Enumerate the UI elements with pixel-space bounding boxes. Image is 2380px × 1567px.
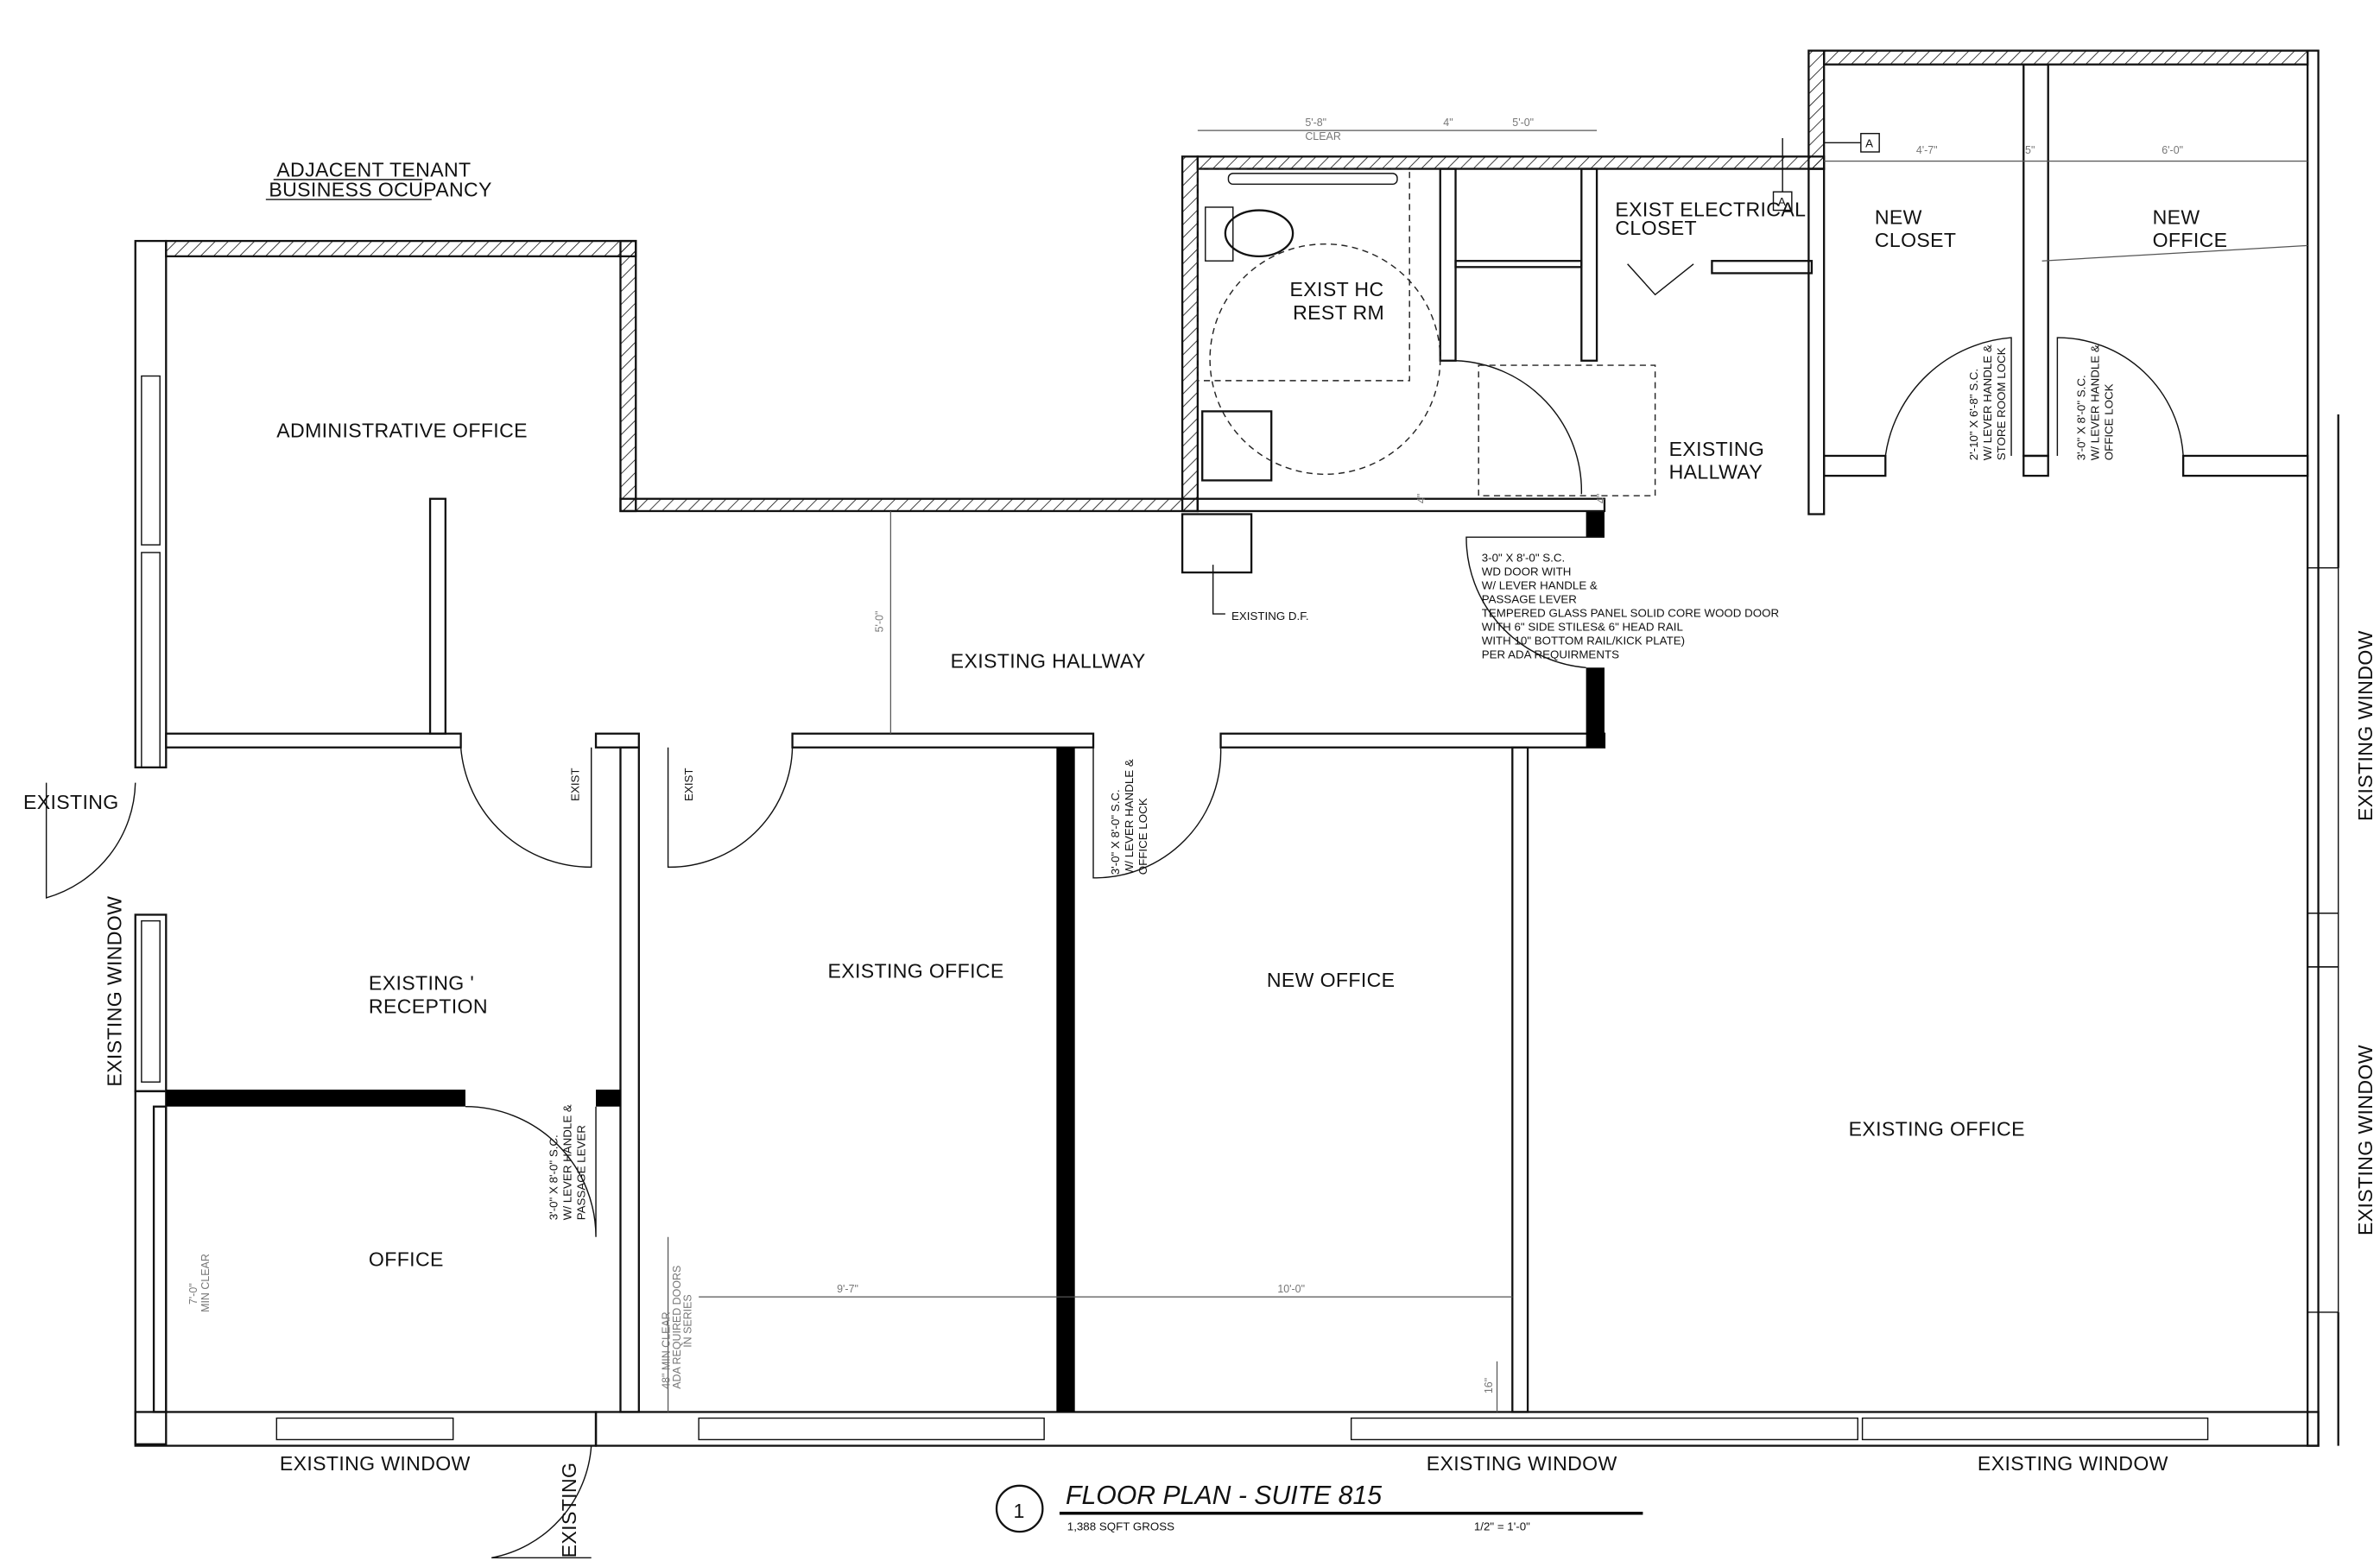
plan-text: OFFICE	[2153, 229, 2228, 251]
plan-text: EXIST ELECTRICAL	[1615, 199, 1806, 221]
plan-text: 6'-0"	[2162, 144, 2183, 156]
plan-text: 16"	[1483, 1378, 1495, 1393]
plan-text: OFFICE LOCK	[1136, 798, 1149, 875]
plan-text: EXISTING WINDOW	[280, 1452, 471, 1475]
plan-text: 1,388 SQFT GROSS	[1067, 1520, 1174, 1532]
plan-text: 3'-0" X 8'-0" S.C.	[1109, 789, 1122, 875]
plan-text: 5'-8"	[1305, 117, 1326, 129]
plan-text: EXIST	[682, 768, 695, 801]
plan-text: EXISTING WINDOW	[104, 896, 126, 1087]
plan-text: EXISTING WINDOW	[2354, 1045, 2377, 1235]
plan-text: BUSINESS OCUPANCY	[269, 179, 491, 201]
plan-text: EXISTING WINDOW	[1978, 1452, 2168, 1475]
plan-text: 5'-0"	[873, 611, 885, 633]
plan-text: ADJACENT TENANT	[276, 158, 471, 180]
interior-walls	[152, 63, 2309, 1413]
plan-text: 9'-7"	[837, 1283, 858, 1295]
plan-text: OFFICE	[369, 1248, 444, 1271]
plan-text: PER ADA REQUIRMENTS	[1482, 648, 1619, 661]
plan-text: EXISTING WINDOW	[2354, 630, 2377, 821]
plan-text: WITH 6" SIDE STILES& 6" HEAD RAIL	[1482, 621, 1683, 634]
drinking-fountain-icon	[1181, 513, 1253, 574]
closet-door-note: 2'-10" X 6'-8" S.C. W/ LEVER HANDLE & ST…	[1967, 344, 2008, 460]
plan-text: EXIST	[568, 768, 581, 801]
plan-text: EXISTING	[1669, 438, 1765, 460]
plan-text: NEW OFFICE	[1267, 969, 1396, 991]
main-door-note: 3-0" X 8'-0" S.C. WD DOOR WITH W/ LEVER …	[1482, 552, 1779, 661]
room-admin-office: ADMINISTRATIVE OFFICE	[276, 420, 528, 442]
title-block: 1 FLOOR PLAN - SUITE 815 1,388 SQFT GROS…	[995, 1482, 1643, 1532]
plan-text: 1/2" = 1'-0"	[1474, 1520, 1530, 1532]
plan-text: REST RM	[1293, 301, 1384, 324]
plan-text: PASSAGE LEVER	[575, 1125, 588, 1220]
plan-text: 3'-0" X 8'-0" S.C.	[2074, 375, 2087, 460]
plan-text: RECEPTION	[369, 995, 488, 1017]
plan-text: NEW	[1875, 206, 1922, 229]
plan-text: 4"	[1443, 117, 1453, 129]
plan-text: A	[1778, 195, 1786, 208]
plan-text: ADA REQUIRED DOORS	[671, 1266, 683, 1389]
office-clear-note: 7'-0" MIN CLEAR	[187, 1254, 212, 1312]
dimension-lines	[667, 130, 2308, 1412]
plan-text: 3'-0" X 8'-0" S.C.	[548, 1134, 560, 1220]
plan-text: EXISTING '	[369, 972, 474, 995]
plan-text: WITH 10" BOTTOM RAIL/KICK PLATE)	[1482, 635, 1685, 648]
plan-text: W/ LEVER HANDLE &	[561, 1104, 574, 1220]
plan-text: 5"	[2025, 144, 2035, 156]
plan-text: 4"	[1595, 494, 1607, 503]
section-markers: A A	[1772, 132, 1880, 212]
plan-text: EXISTING OFFICE	[1849, 1117, 2025, 1140]
plan-text: 2'-10" X 6'-8" S.C.	[1967, 369, 1980, 460]
sink-icon	[1201, 410, 1273, 482]
plan-text: W/ LEVER HANDLE &	[2088, 344, 2101, 460]
plan-text: EXISTING	[558, 1463, 580, 1558]
plan-text: STORE ROOM LOCK	[1995, 347, 2008, 460]
top-office-door-note: 3'-0" X 8'-0" S.C. W/ LEVER HANDLE & OFF…	[2074, 344, 2115, 460]
plan-text: W/ LEVER HANDLE &	[1981, 344, 1994, 460]
door-swings	[45, 337, 2184, 1559]
plan-text: TEMPERED GLASS PANEL SOLID CORE WOOD DOO…	[1482, 607, 1779, 620]
office-door-note: 3'-0" X 8'-0" S.C. W/ LEVER HANDLE & PAS…	[548, 1104, 588, 1220]
plan-text: EXISTING OFFICE	[827, 959, 1003, 982]
misc-labels: EXISTING EXISTING EXISTING WINDOW EXISTI…	[23, 610, 2377, 1558]
plan-text: 48" MIN CLEAR	[660, 1311, 672, 1388]
restroom-fixtures	[1181, 167, 1694, 615]
room-labels: ADMINISTRATIVE OFFICE EXIST HC REST RM E…	[276, 199, 2227, 1271]
plan-text: 4'-7"	[1916, 144, 1938, 156]
plan-text: W/ LEVER HANDLE &	[1123, 759, 1136, 875]
new-office-door-note: 3'-0" X 8'-0" S.C. W/ LEVER HANDLE & OFF…	[1109, 759, 1149, 875]
plan-text: 3-0" X 8'-0" S.C.	[1482, 552, 1565, 565]
plan-text: EXISTING D.F.	[1231, 610, 1309, 622]
plan-text: 10'-0"	[1277, 1283, 1305, 1295]
plan-text: HALLWAY	[1669, 461, 1763, 483]
plan-text: 5'-0"	[1512, 117, 1534, 129]
adjacent-tenant-note: ADJACENT TENANT BUSINESS OCUPANCY	[265, 158, 491, 201]
plan-text: W/ LEVER HANDLE &	[1482, 579, 1598, 592]
plan-text: EXIST HC	[1290, 278, 1384, 300]
plan-text: 4"	[1415, 494, 1427, 503]
plan-text: CLOSET	[1615, 217, 1697, 239]
toilet-icon	[1224, 209, 1294, 258]
plan-text: WD DOOR WITH	[1482, 566, 1572, 578]
drawing-title: FLOOR PLAN - SUITE 815	[1066, 1482, 1382, 1510]
plan-text: 1	[1014, 1500, 1025, 1522]
plan-text: PASSAGE LEVER	[1482, 593, 1577, 606]
plan-text: EXISTING HALLWAY	[951, 649, 1146, 672]
ada-clear-note: 48" MIN CLEAR ADA REQUIRED DOORS IN SERI…	[660, 1266, 693, 1389]
plan-text: OFFICE LOCK	[2102, 383, 2115, 460]
plan-text: EXISTING WINDOW	[1427, 1452, 1617, 1475]
plan-text: CLOSET	[1875, 229, 1957, 251]
outer-walls	[134, 49, 2339, 1447]
plan-text: CLEAR	[1305, 130, 1340, 142]
plan-text: 7'-0"	[187, 1283, 199, 1305]
plan-text: MIN CLEAR	[199, 1254, 212, 1312]
plan-text: A	[1865, 137, 1873, 150]
plan-text: EXISTING	[23, 791, 119, 813]
plan-text: NEW	[2153, 206, 2200, 229]
plan-text: IN SERIES	[681, 1294, 693, 1348]
